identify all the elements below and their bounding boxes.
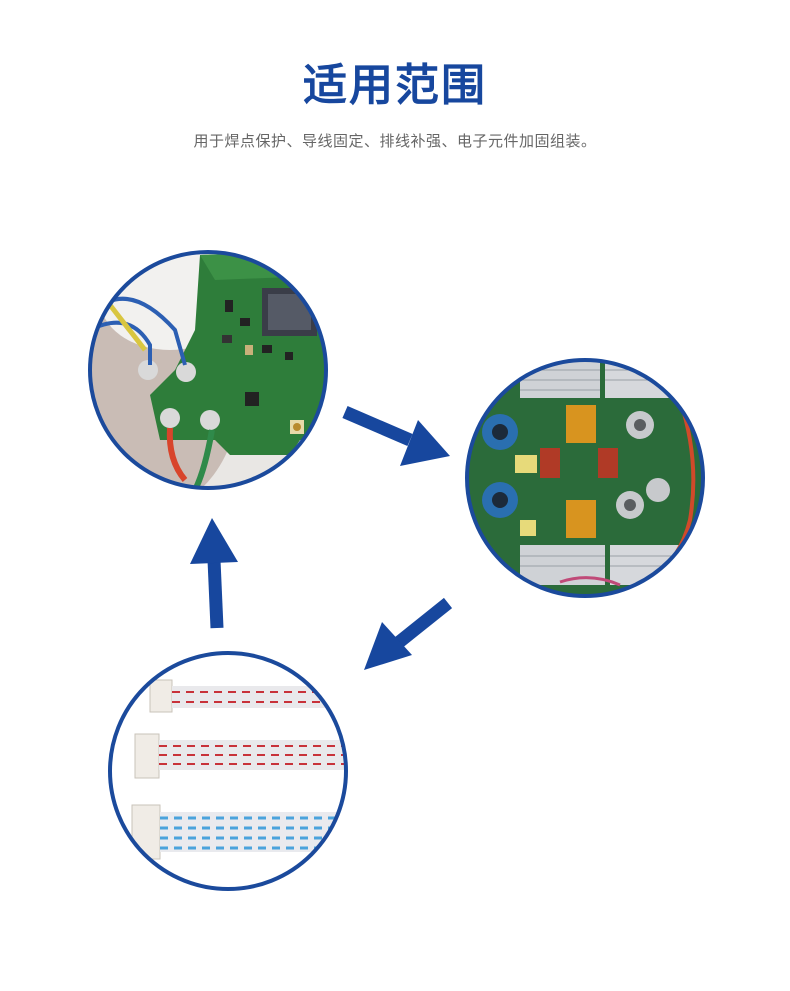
page-subtitle: 用于焊点保护、导线固定、排线补强、电子元件加固组装。: [193, 132, 597, 150]
arrow-left-down-icon: [364, 597, 453, 670]
ribbon-cable-image: [108, 651, 348, 891]
page-title: 适用范围: [303, 60, 487, 111]
power-board-image: [465, 358, 705, 598]
arrow-right-down-icon: [342, 406, 450, 466]
pcb-solder-joint-image: [88, 250, 328, 490]
arrow-up-icon: [190, 518, 238, 629]
